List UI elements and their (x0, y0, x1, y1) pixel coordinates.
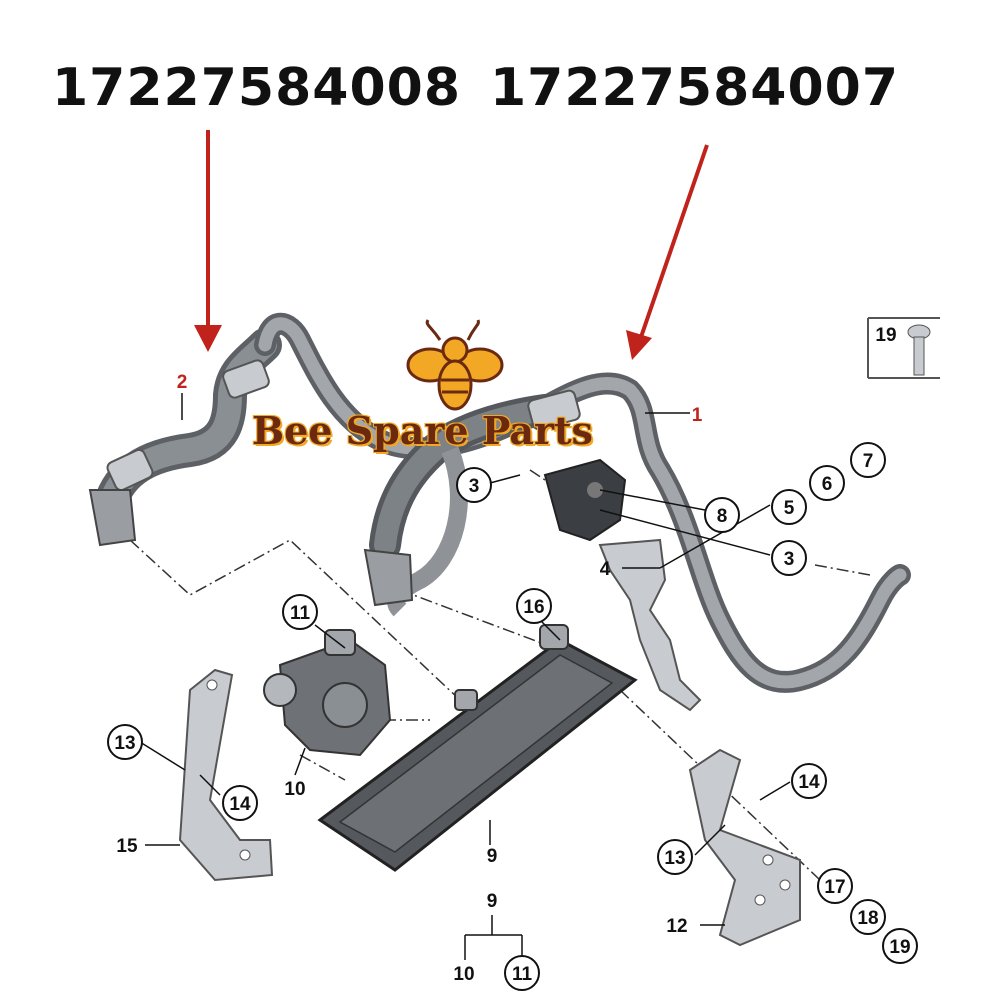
callout-14-right: 14 (798, 772, 820, 793)
part-number-left: 17227584008 (52, 58, 461, 118)
pump-part-10 (263, 629, 392, 757)
callout-9-group: 9 (487, 891, 498, 912)
arrow-right (638, 144, 709, 341)
callout-15: 15 (116, 836, 138, 857)
callout-6: 6 (822, 474, 833, 495)
bracket-left (178, 668, 274, 882)
callout-1: 1 (692, 405, 703, 426)
callout-16: 16 (523, 597, 544, 618)
bolt-legend-box (867, 317, 940, 379)
callout-11-group: 11 (512, 964, 533, 985)
clip-bracket (543, 458, 702, 712)
callout-8: 8 (717, 506, 728, 527)
callout-13-left: 13 (114, 733, 135, 754)
part-number-right: 17227584007 (490, 58, 899, 118)
arrowhead-right (626, 330, 652, 360)
pipe-upper (254, 312, 911, 693)
callout-18: 18 (857, 908, 878, 929)
callout-circles (107, 442, 918, 991)
callout-14-left: 14 (229, 794, 251, 815)
cooler-part-9 (317, 624, 638, 872)
bracket-right (688, 748, 801, 947)
bee-icon (406, 319, 504, 411)
callout-10-group: 10 (453, 964, 474, 985)
callout-3-upper: 3 (469, 476, 480, 497)
leader-lines (139, 393, 791, 960)
brand-watermark: Bee Spare Parts (252, 408, 593, 453)
callout-3-lower: 3 (784, 549, 795, 570)
callout-5: 5 (784, 498, 795, 519)
callout-7: 7 (863, 451, 874, 472)
callout-12: 12 (666, 916, 687, 937)
callout-2: 2 (177, 372, 188, 393)
callout-19-box: 19 (875, 325, 896, 346)
pointer-arrows (194, 130, 709, 360)
callout-13-right: 13 (664, 848, 685, 869)
callout-9-cooler: 9 (487, 846, 498, 867)
callout-4: 4 (600, 559, 611, 580)
callout-17: 17 (824, 877, 845, 898)
callout-11-pump: 11 (290, 603, 311, 624)
callout-10-pump: 10 (284, 779, 305, 800)
arrowhead-left (194, 325, 222, 352)
hose-part-2 (88, 328, 282, 547)
callout-19: 19 (889, 937, 910, 958)
